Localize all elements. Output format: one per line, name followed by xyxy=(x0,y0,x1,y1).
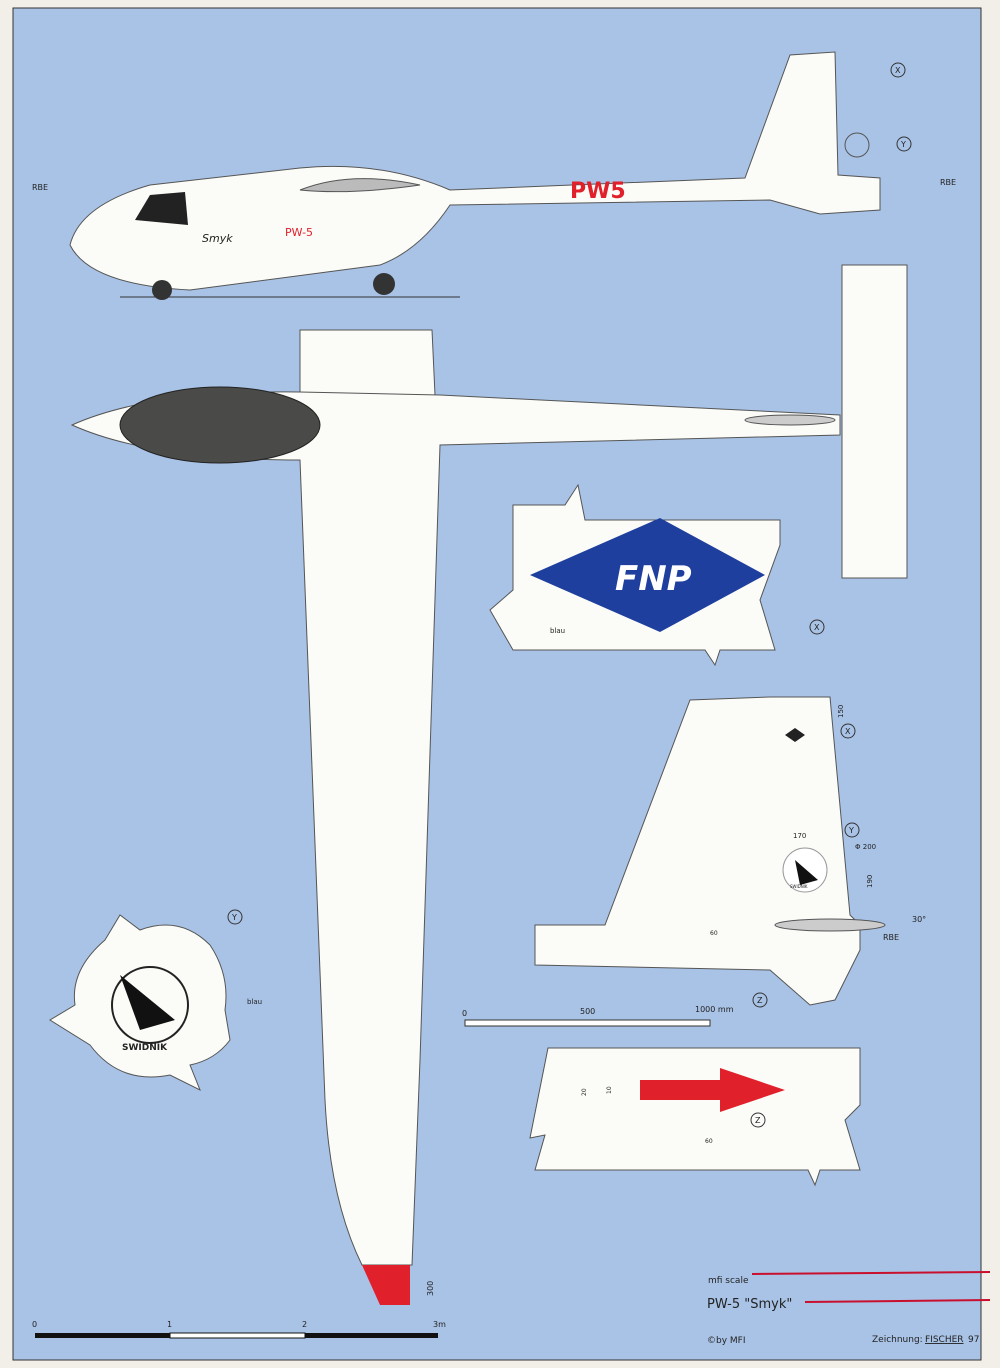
tailplane xyxy=(841,264,908,579)
swidnik-marker: Y xyxy=(231,913,237,922)
wingtip-red xyxy=(362,1265,410,1305)
front-wheel xyxy=(152,280,172,300)
side-view: PW5 Smyk PW-5 RBE RBE X Y xyxy=(32,51,956,300)
main-wheel xyxy=(373,273,395,295)
swidnik-text: SWIDNIK xyxy=(122,1043,168,1053)
fin-datum: RBE xyxy=(883,933,899,942)
top-view: 300 xyxy=(70,264,908,1305)
dim-width: 170 xyxy=(793,832,806,840)
registration-text: PW5 xyxy=(570,179,626,204)
year: 97 xyxy=(968,1335,979,1345)
scale-label: 2 xyxy=(302,1320,307,1329)
fin-marker-z: Z xyxy=(757,996,763,1005)
arrow-dim-height: 20 xyxy=(581,1088,588,1096)
fin-detail: 170 Φ 200 150 190 30° 60 RBE SWIDNIK X Y… xyxy=(534,696,926,1008)
arrow-dim-length: 60 xyxy=(705,1138,713,1145)
dim-diameter: Φ 200 xyxy=(855,843,876,851)
top-canopy xyxy=(119,386,321,464)
small-scale-bar: 0 500 1000 mm xyxy=(462,1005,734,1027)
fnp-color-note: blau xyxy=(550,627,565,635)
title-block: mfi scale PW-5 "Smyk" ©by MFI Zeichnung:… xyxy=(707,1271,991,1346)
fnp-text: FNP xyxy=(615,559,692,599)
drawn-by: FISCHER xyxy=(925,1335,964,1345)
small-scale-label: 1000 mm xyxy=(695,1005,734,1014)
marker-y: Y xyxy=(900,140,906,149)
datum-right: RBE xyxy=(940,178,956,187)
arrow-dim-inner: 10 xyxy=(606,1086,613,1094)
dim-arrow: 60 xyxy=(710,930,718,937)
main-scale-bar: 0 1 2 3m xyxy=(32,1320,446,1339)
swidnik-logo-detail: SWIDNIK blau Y xyxy=(49,909,262,1092)
fnp-logo-detail: FNP blau X xyxy=(489,483,825,667)
angle-label: 30° xyxy=(912,915,926,924)
drawing-title: PW-5 "Smyk" xyxy=(707,1297,792,1312)
small-scale-label: 0 xyxy=(462,1009,467,1018)
copyright: ©by MFI xyxy=(707,1336,746,1346)
fnp-marker: X xyxy=(814,623,820,632)
drawn-by-label: Zeichnung: xyxy=(872,1335,923,1345)
script-name: Smyk xyxy=(202,232,233,245)
fnp-diamond xyxy=(530,518,765,632)
red-arrow xyxy=(640,1068,785,1112)
scale-label: 1 xyxy=(167,1320,172,1329)
scale-label: 3m xyxy=(433,1320,446,1329)
datum-left: RBE xyxy=(32,183,48,192)
side-canopy xyxy=(135,192,188,225)
series-label: mfi scale xyxy=(708,1276,749,1286)
swidnik-color-note: blau xyxy=(247,998,262,1006)
fin-logo-text: SWIDNIK xyxy=(790,884,808,889)
arrow-detail: 20 10 60 Z xyxy=(529,1047,861,1187)
dim-height: 190 xyxy=(866,875,874,888)
arrow-marker: Z xyxy=(755,1116,761,1125)
marker-x: X xyxy=(895,66,901,75)
type-label: PW-5 xyxy=(285,226,313,239)
fin-marker-x: X xyxy=(845,727,851,736)
fin-marker-y: Y xyxy=(848,826,854,835)
wingtip-dim: 300 xyxy=(426,1281,435,1296)
small-scale-label: 500 xyxy=(580,1007,595,1016)
scale-label: 0 xyxy=(32,1320,37,1329)
dim-top: 150 xyxy=(837,705,845,718)
